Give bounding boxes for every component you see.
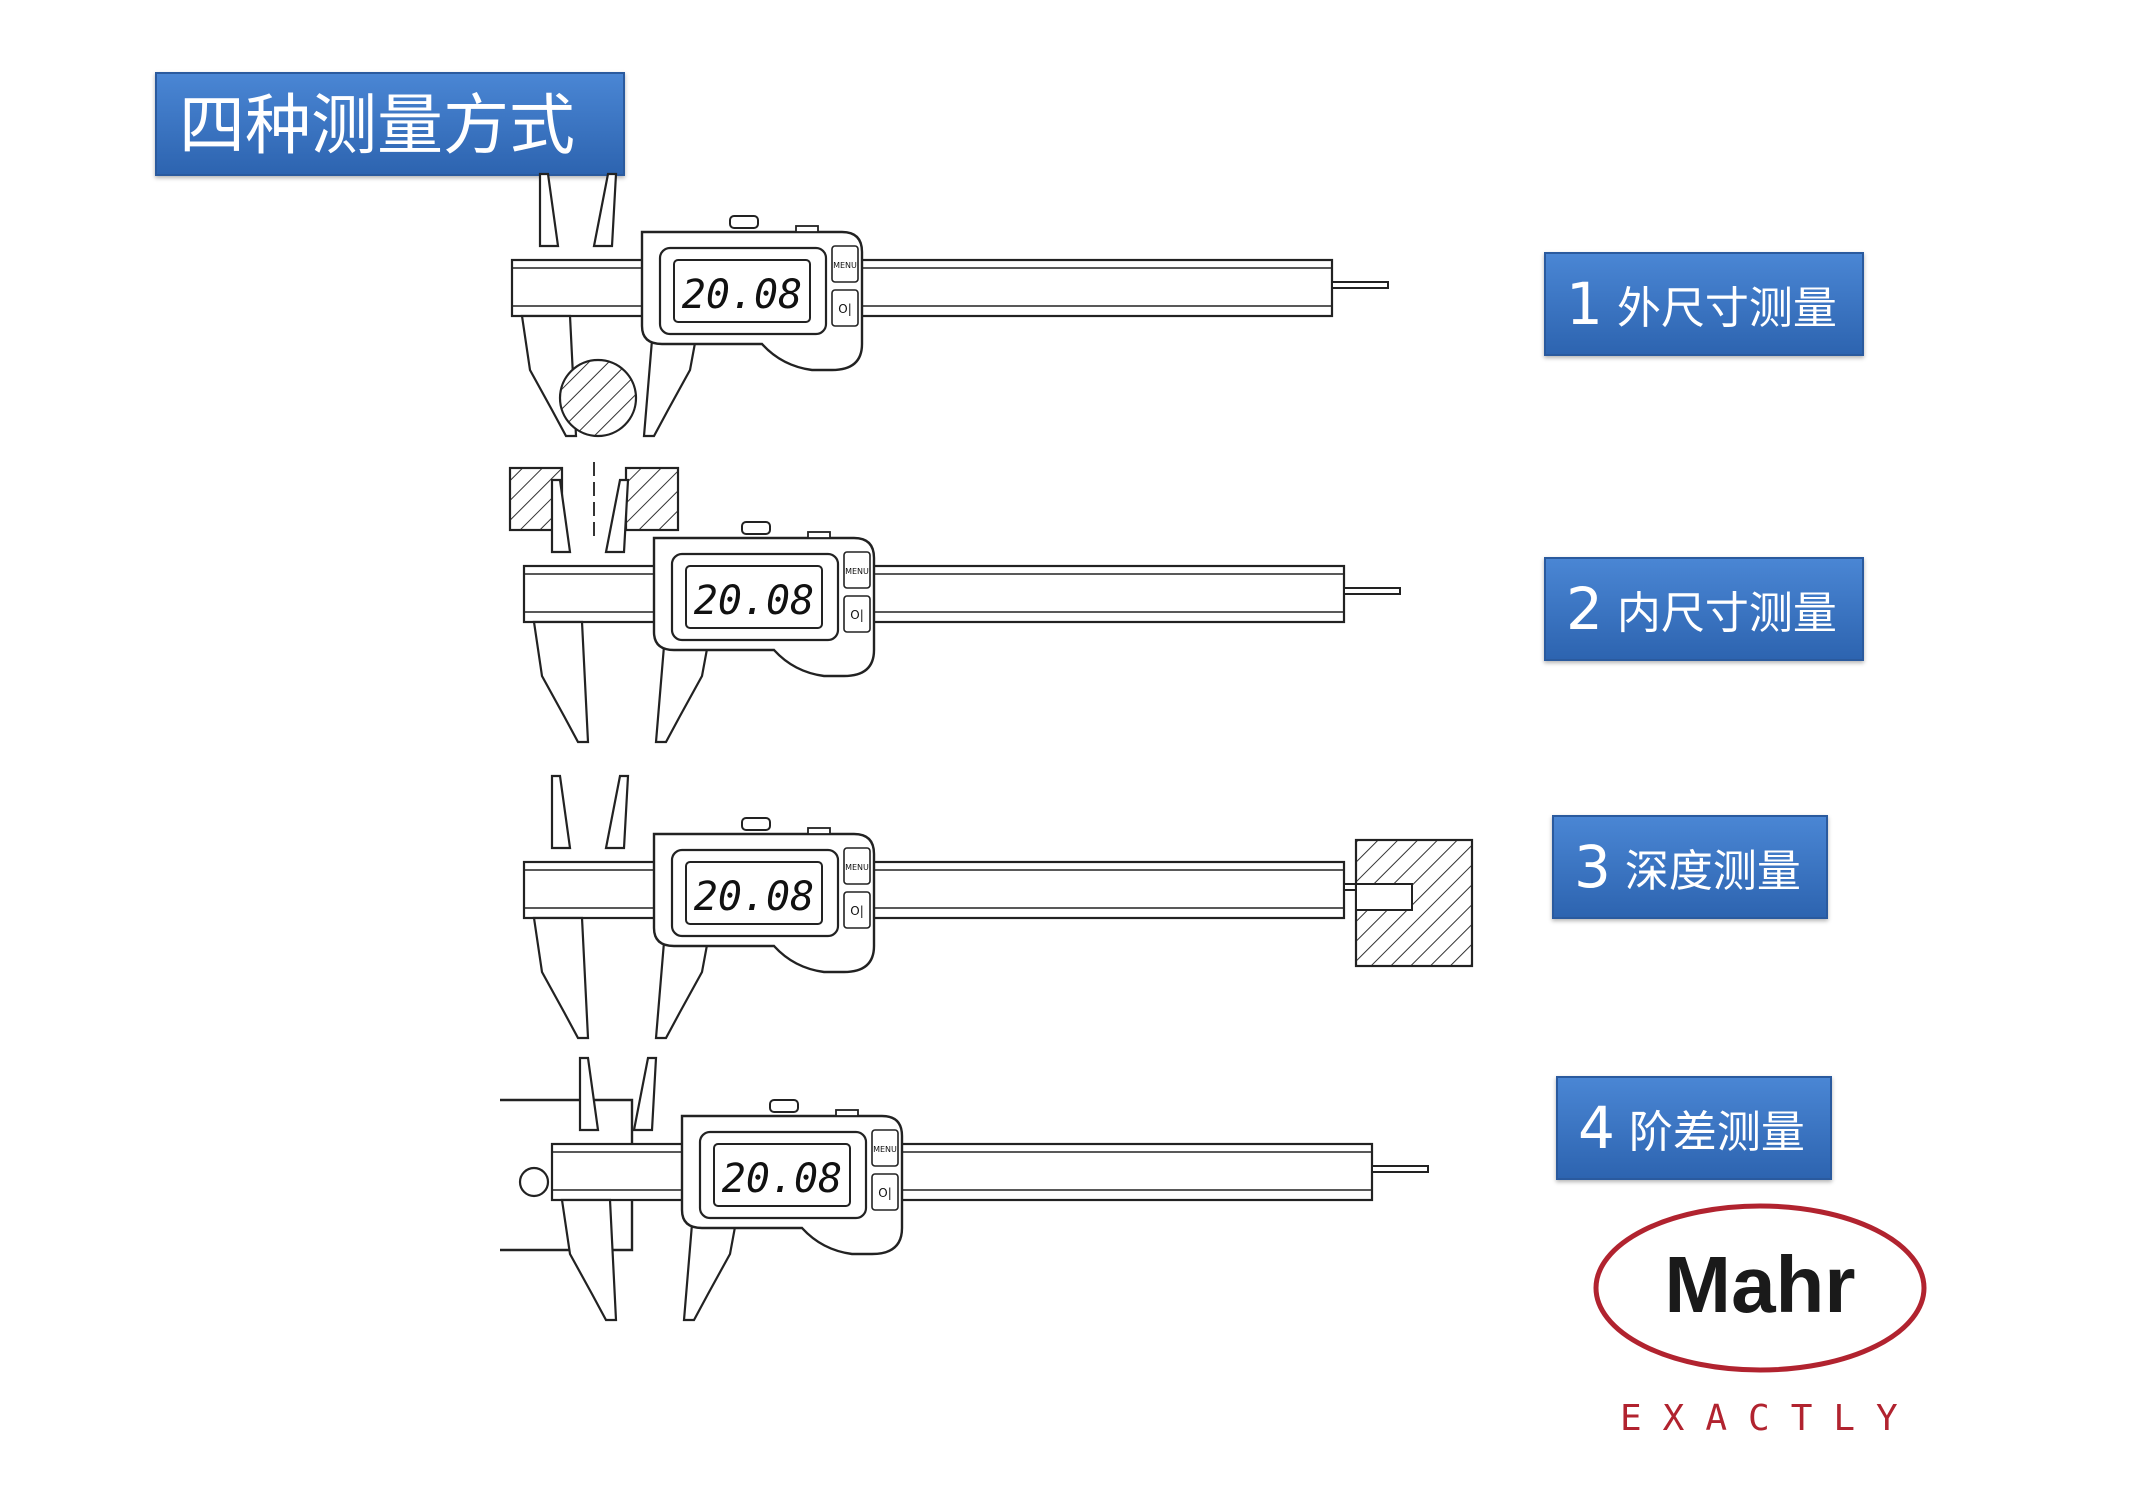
menu-button-label: MENU	[833, 261, 857, 270]
method-label-inside: 2 内尺寸测量	[1544, 557, 1864, 661]
round-workpiece	[558, 358, 638, 438]
method-number: 2	[1566, 575, 1603, 643]
caliper-outside: 20.08 MENU O|	[510, 172, 1390, 438]
method-number: 3	[1574, 833, 1611, 901]
power-button-label: O|	[850, 904, 864, 918]
caliper-step: 20.08 MENU O|	[550, 1056, 1430, 1322]
method-text: 外尺寸测量	[1616, 283, 1837, 334]
menu-button-label: MENU	[845, 863, 869, 872]
method-label-outside: 1 外尺寸测量	[1544, 252, 1864, 356]
logo-tagline: EXACTLY	[1620, 1398, 1919, 1439]
page-title: 四种测量方式	[155, 72, 625, 176]
lcd-reading: 20.08	[694, 874, 814, 920]
pin	[518, 1166, 550, 1198]
caliper-depth: 20.08 MENU O|	[522, 774, 1402, 1040]
lcd-reading: 20.08	[722, 1156, 842, 1202]
method-label-step: 4 阶差测量	[1556, 1076, 1832, 1180]
mahr-logo: Mahr	[1593, 1203, 1927, 1373]
method-number: 1	[1566, 270, 1603, 338]
menu-button-label: MENU	[873, 1145, 897, 1154]
power-button-label: O|	[838, 302, 852, 316]
menu-button-label: MENU	[845, 567, 869, 576]
bore-workpiece-right	[624, 466, 680, 532]
method-text: 深度测量	[1624, 846, 1801, 897]
logo-brand-text: Mahr	[1664, 1240, 1855, 1329]
method-number: 4	[1578, 1094, 1615, 1162]
method-label-depth: 3 深度测量	[1552, 815, 1828, 919]
lcd-reading: 20.08	[694, 578, 814, 624]
method-text: 阶差测量	[1628, 1107, 1805, 1158]
lcd-reading: 20.08	[682, 272, 802, 318]
caliper-inside: 20.08 MENU O|	[522, 478, 1402, 744]
method-text: 内尺寸测量	[1616, 588, 1837, 639]
power-button-label: O|	[850, 608, 864, 622]
power-button-label: O|	[878, 1186, 892, 1200]
